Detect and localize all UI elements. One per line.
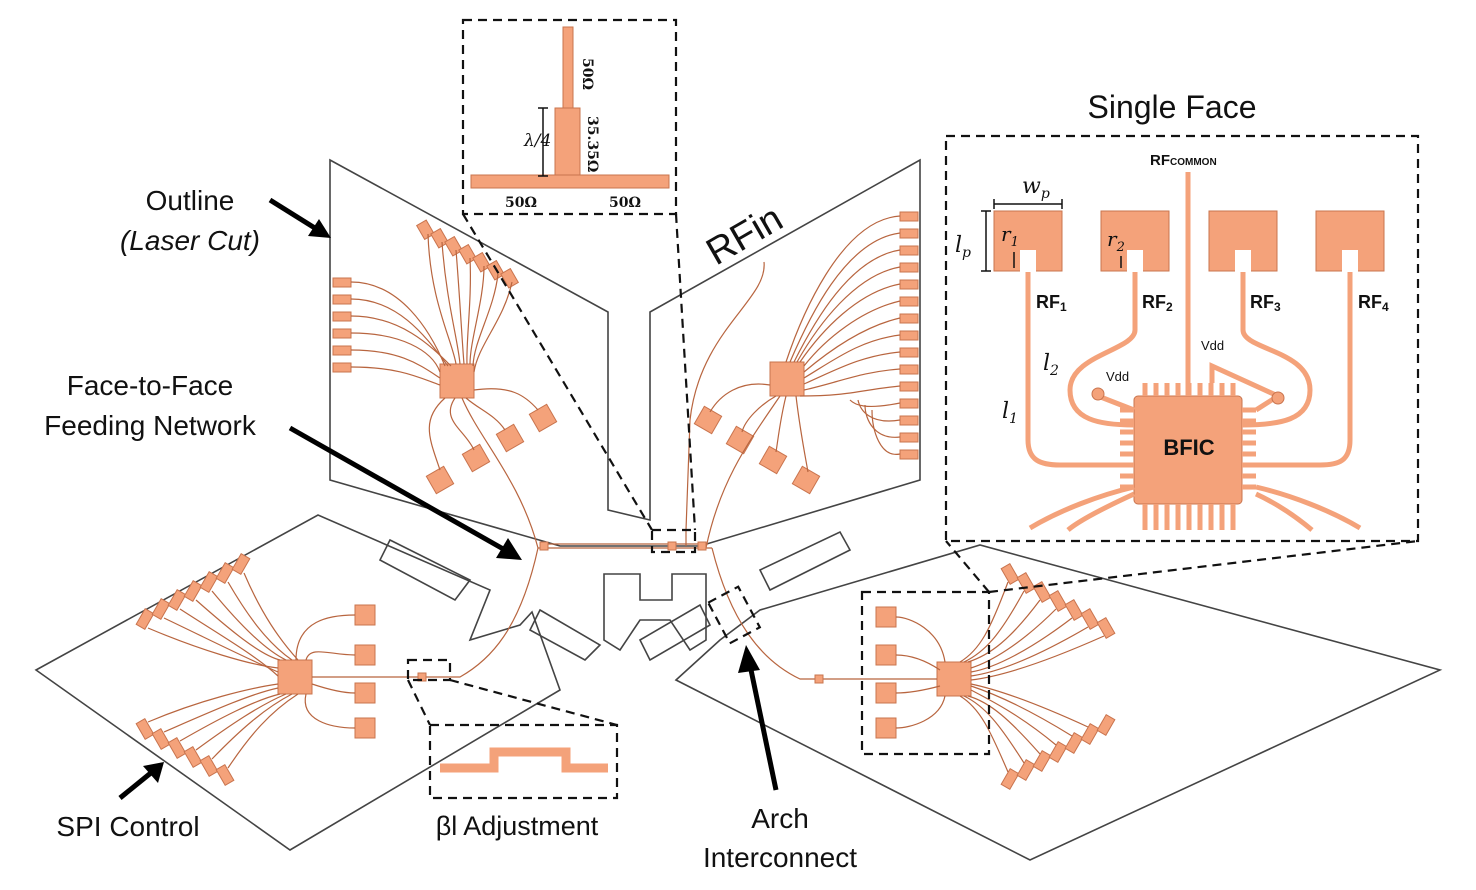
sf-rf3-line	[1240, 272, 1313, 428]
arrow-feeding-network	[288, 425, 507, 553]
line-50-top	[562, 26, 574, 113]
sf-rf4-line	[1242, 272, 1353, 468]
laser-cut-label: (Laser Cut)	[120, 225, 260, 256]
sf-vdd-via-2	[1271, 391, 1285, 405]
sf-feed-lines	[1025, 172, 1362, 532]
single-face-title: Single Face	[1088, 89, 1257, 125]
quarter-wave-line	[554, 107, 581, 179]
arrow-outline	[268, 197, 320, 233]
chip-top-left	[439, 363, 475, 399]
center-hub-outline	[603, 573, 707, 652]
z-top-label: 50Ω	[579, 58, 595, 90]
z-left-label: 50Ω	[505, 195, 537, 211]
vdd-label-1: Vdd	[1106, 369, 1129, 384]
patches-left	[354, 604, 376, 739]
feeds-right	[711, 547, 946, 729]
rfin-label: RFin	[700, 197, 790, 273]
patches-right	[875, 606, 897, 739]
beta-l-trace	[440, 747, 608, 773]
z-mid-label: 35.35Ω	[584, 116, 600, 172]
arrow-arch	[747, 664, 779, 791]
labels: Outline (Laser Cut) Face-to-Face Feeding…	[44, 89, 1389, 873]
t-junction-inset: λ/4 50Ω 35.35Ω 50Ω 50Ω	[470, 26, 670, 211]
lp-label: lp	[955, 233, 971, 261]
pads-top-right-vertical	[899, 211, 919, 460]
traces-left	[147, 572, 299, 769]
arch-box	[706, 585, 762, 645]
vdd-label-2: Vdd	[1201, 338, 1224, 353]
rf3-label: RF3	[1250, 292, 1281, 314]
traces-right	[959, 581, 1105, 773]
single-face-inset	[981, 172, 1385, 532]
rf4-label: RF4	[1358, 292, 1389, 314]
patches-top-left	[425, 403, 558, 495]
pads-left-lower	[135, 718, 235, 786]
arch-label: Arch	[751, 803, 809, 834]
traces-top-right	[785, 215, 901, 455]
arrow-spi-control	[118, 770, 154, 800]
wp-label: wp	[1022, 174, 1050, 202]
chip-top-right	[769, 361, 805, 397]
sf-patches	[993, 210, 1385, 272]
feeding-network-label: Feeding Network	[44, 410, 257, 441]
sf-rf1-line	[1025, 272, 1134, 468]
face-to-face-label: Face-to-Face	[67, 370, 234, 401]
top-left-panel-outline	[329, 158, 921, 547]
right-slot	[758, 530, 852, 592]
pads-left-upper	[135, 553, 251, 630]
line-50-horizontal	[470, 174, 670, 189]
sf-vdd-via-1	[1091, 387, 1105, 401]
beta-l-box	[428, 723, 619, 800]
right-panel-outline	[674, 544, 1443, 861]
feeds-top-left	[428, 388, 539, 549]
feeds-top-right	[685, 261, 809, 549]
panel-right-copper	[711, 547, 1116, 790]
interconnect-label: Interconnect	[703, 842, 857, 873]
rf-common-label: RFCOMMON	[1150, 152, 1217, 169]
z-right-label: 50Ω	[609, 195, 641, 211]
r2-label: r2	[1107, 227, 1125, 255]
left-panel-outline	[34, 514, 561, 851]
r1-label: r1	[1001, 222, 1019, 250]
panel-left-copper	[135, 547, 539, 786]
l1-label: l1	[1002, 399, 1018, 427]
sf-rf2-line	[1067, 272, 1138, 428]
bottom-slot-left	[528, 608, 602, 661]
pads-right-lower	[1000, 714, 1116, 790]
center-feed-network	[417, 530, 824, 684]
l2-label: l2	[1043, 351, 1059, 379]
traces-top-left	[350, 233, 513, 386]
chip-right	[936, 661, 972, 697]
outline-label: Outline	[146, 185, 235, 216]
t-junction-source-box	[650, 528, 697, 554]
pads-top-left-vertical	[332, 277, 352, 373]
beta-l-source-box	[406, 658, 452, 682]
panel-top-left-copper	[332, 219, 558, 549]
bfic-label: BFIC	[1163, 435, 1214, 460]
board-outlines	[34, 158, 1443, 861]
single-face-box	[944, 134, 1420, 543]
patches-top-right	[693, 405, 821, 495]
beta-l-label: βl Adjustment	[436, 811, 599, 841]
single-face-source-box	[860, 590, 991, 756]
panel-top-right-copper	[685, 211, 919, 549]
arrows	[118, 197, 779, 800]
beta-l-inset	[440, 747, 608, 773]
rf2-label: RF2	[1142, 292, 1173, 314]
spi-control-label: SPI Control	[56, 811, 199, 842]
t-junction-box	[461, 18, 678, 216]
left-slot	[378, 538, 472, 602]
pads-top-left-diagonal	[415, 219, 520, 289]
chip-left	[277, 659, 313, 695]
rf1-label: RF1	[1036, 292, 1067, 314]
zoom-boxes	[406, 18, 1420, 800]
pads-right-upper	[1000, 563, 1116, 639]
quarter-wave-label: λ/4	[523, 131, 551, 151]
feeds-left	[295, 547, 539, 729]
bottom-slot-right	[638, 603, 712, 662]
